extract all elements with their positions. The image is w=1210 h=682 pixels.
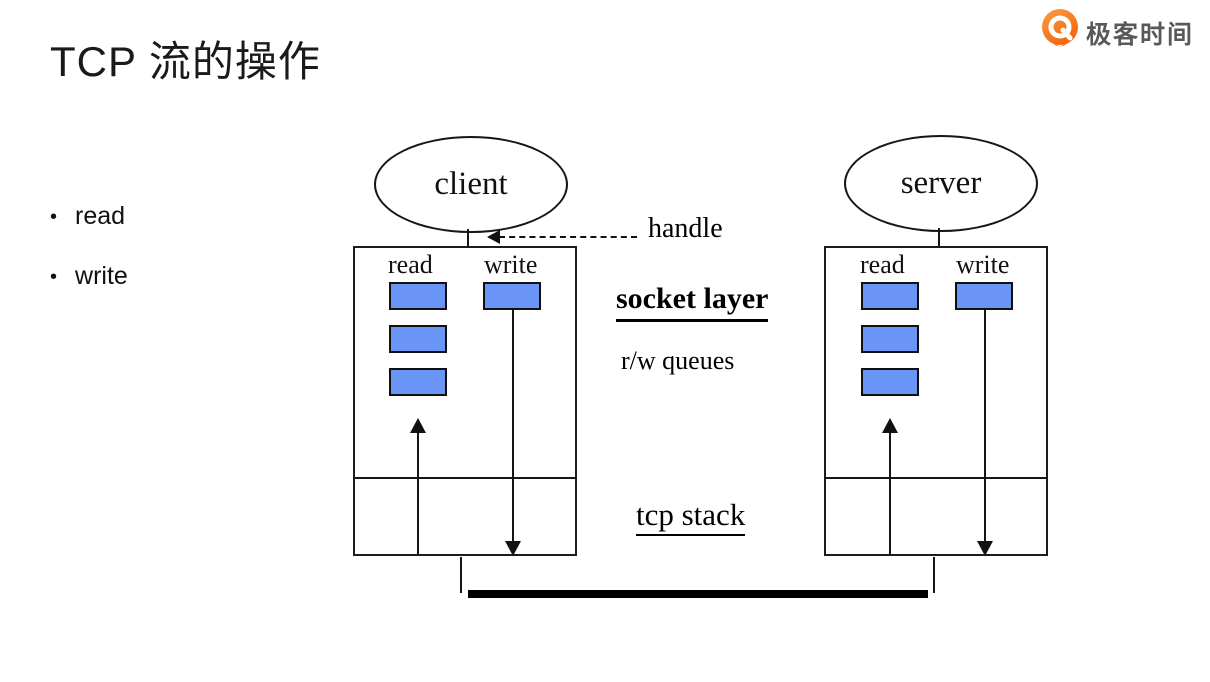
server-read-up-arrowhead-icon — [882, 418, 898, 433]
queue-buffer-rect — [483, 282, 541, 310]
client-write-queue — [483, 282, 541, 310]
handle-dashed-arrow — [499, 236, 637, 238]
page-title: TCP 流的操作 — [50, 38, 321, 85]
server-socket-box — [824, 246, 1048, 556]
server-write-label: write — [956, 250, 1010, 279]
client-node: client — [374, 136, 568, 233]
client-read-arrow-shaft — [417, 430, 419, 556]
client-write-label: write — [484, 250, 538, 279]
bullet-label: write — [75, 262, 128, 290]
client-read-up-arrowhead-icon — [410, 418, 426, 433]
server-node: server — [844, 135, 1038, 232]
bullet-item-write: • write — [50, 262, 128, 291]
server-layer-divider — [826, 477, 1046, 479]
socket-layer-label: socket layer — [616, 282, 769, 322]
server-connector-line — [938, 228, 940, 246]
client-read-label: read — [388, 250, 433, 279]
handle-arrowhead-icon — [487, 230, 500, 244]
queue-buffer-rect — [955, 282, 1013, 310]
client-socket-box — [353, 246, 577, 556]
queue-buffer-rect — [389, 325, 447, 353]
tcp-stack-label: tcp stack — [636, 497, 746, 536]
bullet-item-read: • read — [50, 202, 125, 231]
server-read-label: read — [860, 250, 905, 279]
server-write-arrow-shaft — [984, 310, 986, 542]
client-connector-line — [467, 229, 469, 246]
server-write-down-arrowhead-icon — [977, 541, 993, 556]
brand-logo: 极客时间 — [1040, 8, 1194, 58]
queue-buffer-rect — [861, 282, 919, 310]
brand-logo-text: 极客时间 — [1085, 21, 1194, 49]
client-write-down-arrowhead-icon — [505, 541, 521, 556]
bullet-label: read — [75, 202, 126, 230]
server-network-stub-line — [933, 557, 935, 593]
bullet-marker: • — [50, 265, 58, 288]
queue-buffer-rect — [389, 368, 447, 396]
client-layer-divider — [355, 477, 575, 479]
queue-buffer-rect — [861, 325, 919, 353]
server-write-queue — [955, 282, 1013, 310]
bullet-marker: • — [50, 205, 58, 228]
client-network-stub-line — [460, 557, 462, 593]
client-write-arrow-shaft — [512, 310, 514, 542]
geektime-logo-icon — [1040, 8, 1080, 58]
rw-queues-label: r/w queues — [621, 346, 735, 375]
client-read-queue — [389, 282, 447, 396]
queue-buffer-rect — [389, 282, 447, 310]
network-link-line — [468, 590, 928, 598]
queue-buffer-rect — [861, 368, 919, 396]
server-read-queue — [861, 282, 919, 396]
handle-label: handle — [648, 213, 723, 244]
server-read-arrow-shaft — [889, 430, 891, 556]
